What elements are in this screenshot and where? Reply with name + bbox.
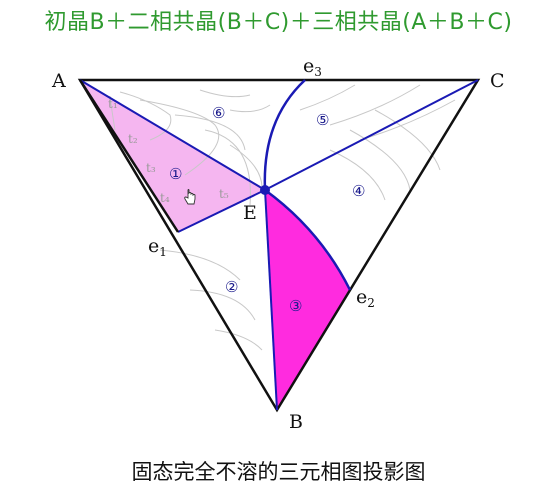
diagram-caption: 固态完全不溶的三元相图投影图	[131, 460, 426, 484]
isotherm-label-t5: t₅	[219, 187, 229, 201]
point-label-e2: e2	[356, 286, 375, 310]
edge-A-e1	[78, 79, 180, 233]
region-label-6: ⑥	[212, 104, 225, 122]
point-label-E: E	[243, 202, 257, 224]
hand-pointer-icon	[184, 189, 196, 205]
boundary-A-E	[79, 79, 266, 191]
boundary-E-e3	[263, 79, 306, 191]
boundary-e1-E	[177, 189, 266, 233]
diagram-title: 初晶B＋二相共晶(B＋C)＋三相共晶(A＋B＋C)	[44, 10, 513, 35]
triangle-outline	[77, 78, 481, 413]
vertex-label-C: C	[490, 70, 505, 92]
vertex-label-A: A	[51, 70, 66, 92]
boundary-E-B	[264, 189, 278, 411]
region-3-fill	[265, 190, 350, 410]
point-E	[260, 185, 270, 195]
boundary-E-e2	[264, 188, 352, 291]
region-label-5: ⑤	[316, 111, 329, 129]
isotherm-label-t2: t₂	[128, 132, 138, 146]
isotherm-label-t1: t₁	[108, 97, 118, 111]
isotherm-label-t4: t₄	[160, 191, 170, 205]
region-1-fill	[80, 80, 265, 232]
region-label-4: ④	[352, 182, 365, 200]
vertex-label-B: B	[289, 411, 303, 433]
point-label-e1: e1	[148, 235, 167, 259]
isotherm-lines	[109, 84, 456, 351]
isotherm-label-t3: t₃	[146, 161, 156, 175]
region-label-3: ③	[289, 297, 302, 315]
region-label-2: ②	[225, 278, 238, 296]
point-label-e3: e3	[303, 55, 322, 79]
region-label-1: ①	[169, 165, 182, 183]
boundary-E-C	[264, 79, 479, 191]
